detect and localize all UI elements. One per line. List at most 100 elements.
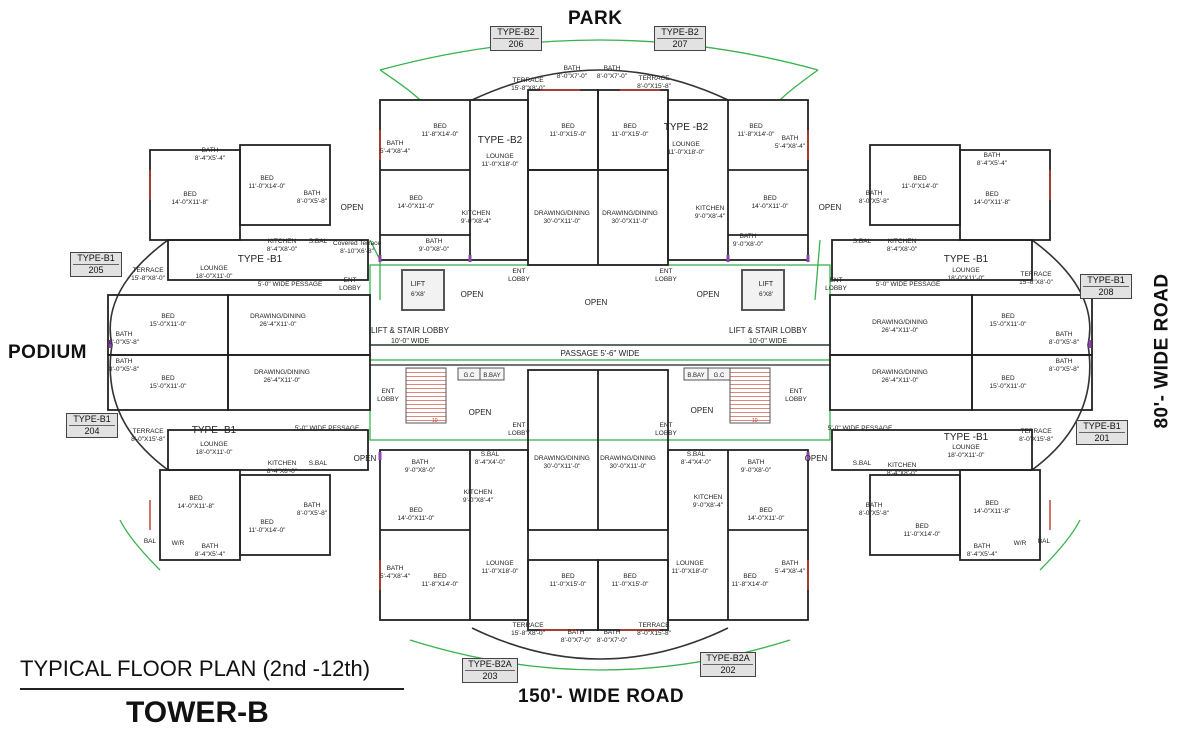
passage-main-label: PASSAGE 5'-6" WIDE (561, 349, 640, 358)
unit-tag-205[interactable]: TYPE-B1 205 (70, 252, 122, 277)
bath-b1-3: BATH (116, 331, 133, 338)
lobby-7: LOBBY (655, 430, 677, 437)
bed-b1r-1: BED (913, 175, 927, 182)
bed-b1r-3-size: 15'-0"X11'-0" (990, 321, 1028, 328)
lounge-b1-1-size: 18'-0"X11'-0" (196, 273, 234, 280)
bbay-left: B.BAY (483, 373, 500, 379)
bbay-left-box (479, 367, 505, 381)
unit-tag-number: 208 (1083, 286, 1129, 298)
kitchen-b2a-2-size: 9'-0"X8'-4" (693, 502, 724, 509)
dd-b2-1: DRAWING/DINING (534, 210, 590, 217)
stair-left (405, 367, 447, 424)
bath-b2a-1-size: 9'-0"X8'-0" (405, 467, 436, 474)
stair-left-count: 10 (432, 418, 438, 424)
unit-tag-number: 201 (1079, 432, 1125, 444)
bath-b1-1-size: 8'-4"X5'-4" (195, 155, 226, 162)
unit-tag-number: 203 (465, 670, 515, 682)
room-walls (107, 89, 1093, 631)
bed-b2a-1-size: 14'-0"X11'-0" (398, 515, 436, 522)
type-heading-b1-br: TYPE -B1 (944, 432, 989, 443)
type-heading-b1-tl: TYPE -B1 (238, 254, 283, 265)
bath-b1r-1-size: 8'-4"X5'-4" (977, 160, 1008, 167)
sbal-b2a-1-size: 8'-4"X4'-0" (475, 459, 506, 466)
bed-b1-6: BED (260, 519, 274, 526)
terrace-b1r-1-size: 15'-8"X8'-0" (1019, 279, 1054, 286)
unit-tag-204[interactable]: TYPE-B1 204 (66, 413, 118, 438)
wr-b1-1: W/R (172, 540, 185, 547)
bed-b2a-6-size: 11'-0"X15'-0" (612, 581, 650, 588)
unit-tag-type: TYPE-B1 (1083, 421, 1121, 431)
unit-tag-203[interactable]: TYPE-B2A 203 (462, 658, 518, 683)
bath-b1-5-size: 8'-0"X5'-8" (297, 510, 328, 517)
gc-right: G.C (714, 373, 725, 379)
bath-b2a-3: BATH (387, 565, 404, 572)
ent-4: ENT (830, 277, 843, 284)
bed-b2a-3: BED (433, 573, 447, 580)
lounge-b1r-1: LOUNGE (952, 267, 980, 274)
bath-b2-6-size: 9'-0"X8'-0" (733, 241, 764, 248)
bath-b2-2-size: 8'-0"X7'-0" (597, 73, 628, 80)
bath-b2a-6: BATH (604, 629, 621, 636)
type-heading-b2-left: TYPE -B2 (478, 135, 523, 146)
dd-b2a-2: DRAWING/DINING (600, 455, 656, 462)
unit-tag-202[interactable]: TYPE-B2A 202 (700, 652, 756, 677)
bath-b2-2: BATH (604, 65, 621, 72)
ent-8: ENT (790, 388, 803, 395)
bath-b1r-2: BATH (866, 190, 883, 197)
terrace-b2a-1-size: 15'-8"X8'-0" (511, 630, 546, 637)
terrace-b2a-2: TERRACE (638, 622, 670, 629)
unit-tag-number: 202 (703, 664, 753, 676)
unit-tag-201[interactable]: TYPE-B1 201 (1076, 420, 1128, 445)
bed-b1r-1-size: 11'-0"X14'-0" (902, 183, 940, 190)
unit-tag-type: TYPE-B2A (468, 659, 512, 669)
bed-b1r-5-size: 14'-0"X11'-8" (974, 508, 1012, 515)
unit-tag-208[interactable]: TYPE-B1 208 (1080, 274, 1132, 299)
bath-b1r-4: BATH (1056, 358, 1073, 365)
bed-b2a-5-size: 11'-0"X15'-0" (550, 581, 588, 588)
bed-b2-3: BED (433, 123, 447, 130)
open-label-5: OPEN (691, 406, 714, 415)
bath-b1-6: BATH (202, 543, 219, 550)
lift-right-size: 6'X8' (759, 291, 773, 298)
bath-b2-6: BATH (740, 233, 757, 240)
open-label-6: OPEN (341, 203, 364, 212)
outer-walls (109, 69, 1091, 660)
side-passage-4: 5'-0" WIDE PESSAGE (828, 425, 893, 432)
kitchen-b2-2: KITCHEN (696, 205, 725, 212)
terrace-b2a-2-size: 8'-0"X15'-8" (637, 630, 672, 637)
kitchen-b2-1-size: 9'-0"X8'-4" (461, 218, 492, 225)
lobby-5: LOBBY (377, 396, 399, 403)
dd-b2a-2-size: 30'-0"X11'-0" (610, 463, 648, 470)
bed-b2-1-size: 11'-0"X15'-0" (550, 131, 588, 138)
bath-b2a-5: BATH (568, 629, 585, 636)
plan-title: TYPICAL FLOOR PLAN (2nd -12th) (20, 656, 371, 681)
lift-lobby-left: LIFT & STAIR LOBBY (371, 326, 450, 335)
ent-6: ENT (513, 422, 526, 429)
bath-b2-1: BATH (564, 65, 581, 72)
lift-right-label: LIFT (759, 281, 774, 288)
lobby-3: LOBBY (655, 276, 677, 283)
bed-b1-2: BED (183, 191, 197, 198)
kitchen-b2-2-size: 9'-0"X8'-4" (695, 213, 726, 220)
lobby-1: LOBBY (339, 285, 361, 292)
sbal-b1r-2: S.BAL (853, 460, 872, 467)
unit-tag-type: TYPE-B2 (497, 27, 535, 37)
lift-left (401, 269, 445, 311)
terrace-b1r-2-size: 8'-0"X15'-8" (1019, 436, 1054, 443)
unit-tag-type: TYPE-B1 (1087, 275, 1125, 285)
wr-b1r-1: W/R (1014, 540, 1027, 547)
lounge-b2a-2-size: 11'-0"X18'-0" (672, 568, 710, 575)
unit-tag-207[interactable]: TYPE-B2 207 (654, 26, 706, 51)
lounge-b2a-1-size: 11'-0"X18'-0" (482, 568, 520, 575)
terrace-b1-2: TERRACE (132, 428, 164, 435)
unit-tag-206[interactable]: TYPE-B2 206 (490, 26, 542, 51)
bath-b1r-2-size: 8'-0"X5'-8" (859, 198, 890, 205)
bed-b2-1: BED (561, 123, 575, 130)
dd-b2-2-size: 30'-0"X11'-0" (612, 218, 650, 225)
terrace-b2-2-size: 8'-0"X15'-8" (637, 83, 672, 90)
gc-left: G.C (464, 373, 475, 379)
type-heading-b1-bl: TYPE -B1 (192, 425, 237, 436)
lobby-4: LOBBY (825, 285, 847, 292)
bath-b1r-6-size: 8'-4"X5'-4" (967, 551, 998, 558)
lift-lobby-left-width: 10'-0" WIDE (391, 338, 429, 345)
